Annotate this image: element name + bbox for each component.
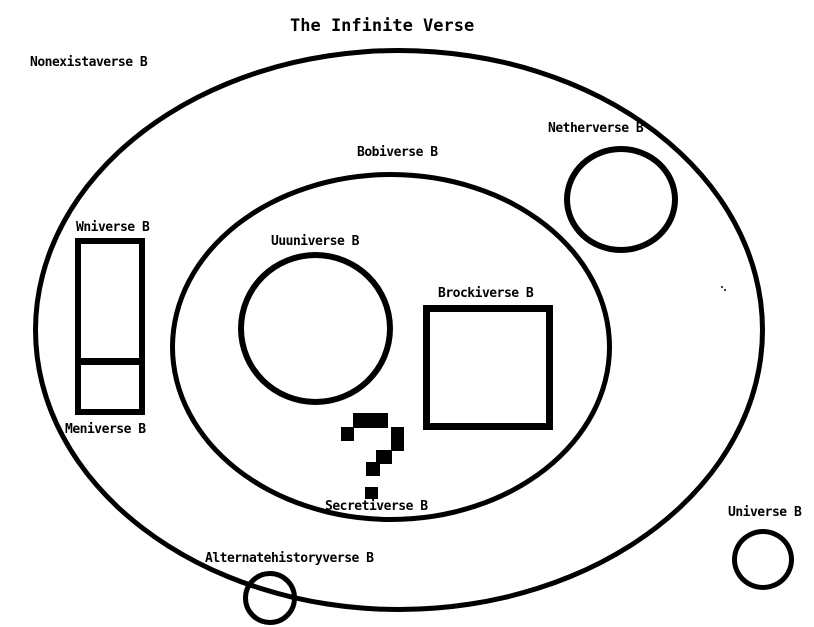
diagram-title: The Infinite Verse [290,16,475,36]
netherverse-circle [564,146,678,253]
label-uuuniverse: Uuuniverse B [271,234,359,249]
label-wniverse: Wniverse B [76,220,150,235]
wniverse-meniverse-divider [75,358,145,365]
label-nonexistaverse: Nonexistaverse B [30,55,148,70]
bobiverse-ellipse [170,172,612,522]
question-mark-pixel [391,427,404,451]
label-netherverse: Netherverse B [548,121,644,136]
question-mark-pixel [365,487,378,499]
question-mark-pixel [353,413,388,428]
brockiverse-square [423,305,553,430]
stray-paint-speck [721,286,723,288]
question-mark-pixel [376,450,392,464]
label-secretiverse: Secretiverse B [325,499,428,514]
label-bobiverse: Bobiverse B [357,145,438,160]
label-alternatehistoryverse: Alternatehistoryverse B [205,551,374,566]
label-brockiverse: Brockiverse B [438,286,534,301]
wniverse-rectangle [75,238,145,415]
alternatehistoryverse-circle [243,571,297,625]
question-mark-pixel [366,462,380,476]
uuuniverse-circle [238,252,393,405]
label-meniverse: Meniverse B [65,422,146,437]
universe-circle [732,529,794,590]
nonexistaverse-ellipse [33,48,765,612]
question-mark-pixel [341,427,354,441]
label-universe: Universe B [728,505,802,520]
